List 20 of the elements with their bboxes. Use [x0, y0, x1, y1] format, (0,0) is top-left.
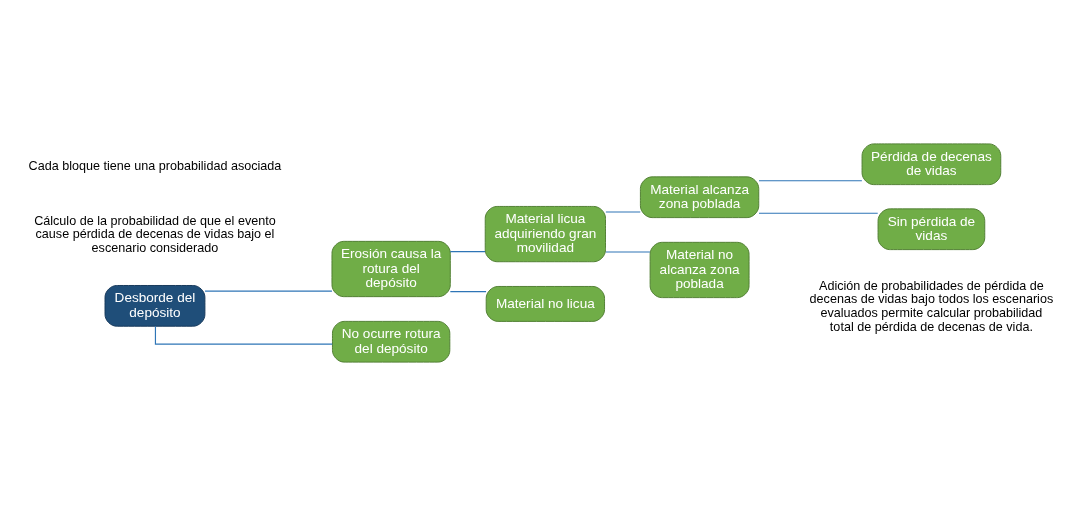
node-box: No ocurre rotura del depósito [331, 320, 451, 363]
node-box: Pérdida de decenas de vidas [861, 143, 1002, 186]
label: Cada bloque tiene una probabilidad asociada [28, 159, 282, 174]
node-box: Desborde del depósito [104, 285, 206, 327]
connector [204, 290, 333, 292]
node-box: Material licua adquiriendo gran movilidad [484, 205, 606, 263]
node-box: Sin pérdida de vidas [877, 208, 986, 251]
connector [605, 211, 641, 213]
connector [758, 212, 879, 214]
connector [449, 291, 487, 293]
connector [449, 250, 486, 253]
connector [154, 325, 333, 345]
node-box: Material no licua [485, 285, 605, 322]
label: Cálculo de la probabilidad de que el evento cause pérdida de decenas de vidas bajo el escenario considerado [34, 213, 276, 255]
connector [605, 251, 651, 253]
label: Adición de probabilidades de pérdida de decenas de vidas bajo todos los escenarios evaluados permite calcular probabilidad total de pérdida de decenas de vida. [809, 278, 1054, 334]
node-box: Material no alcanza zona poblada [649, 241, 750, 299]
connector [758, 180, 863, 182]
node-box: Material alcanza zona poblada [639, 176, 760, 219]
node-box: Erosión causa la rotura del depósito [331, 240, 451, 298]
